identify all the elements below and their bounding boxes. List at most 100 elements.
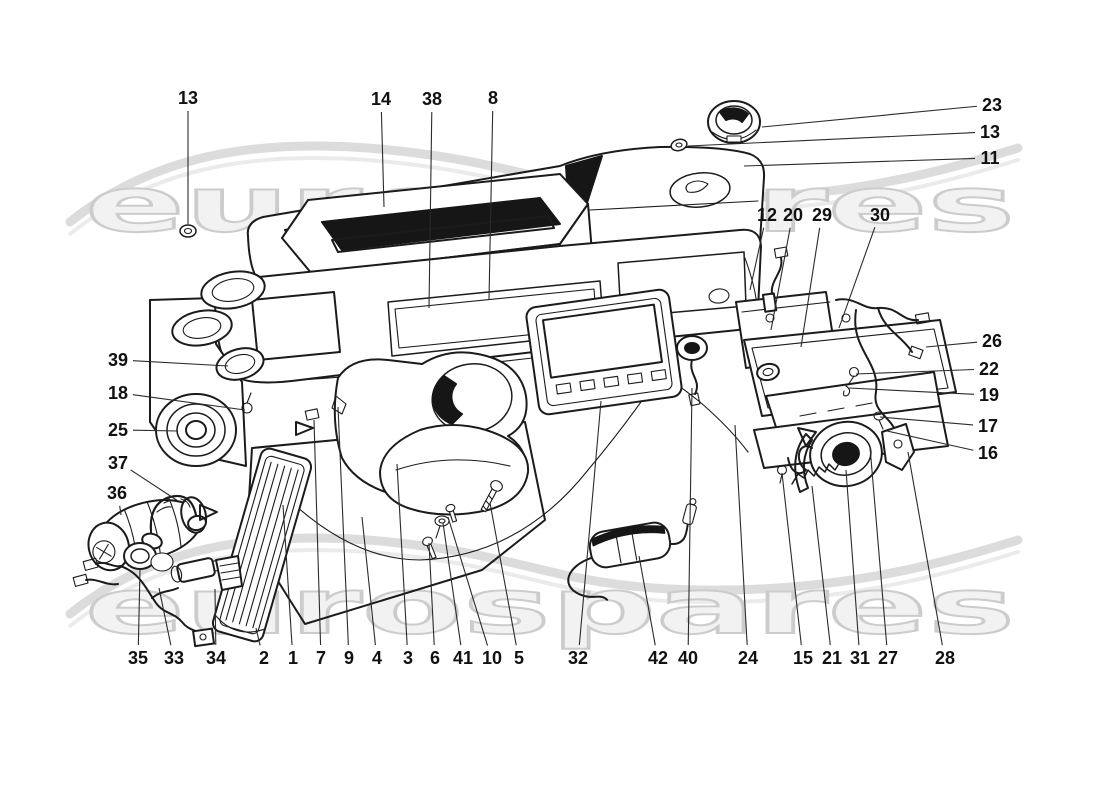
callout-leader-7 bbox=[313, 419, 322, 646]
callout-label-18: 18 bbox=[108, 383, 128, 403]
callout-leader-2 bbox=[255, 627, 261, 646]
left-air-vents bbox=[149, 270, 266, 467]
callout-label-15: 15 bbox=[793, 648, 813, 668]
callout-label-23: 23 bbox=[982, 95, 1002, 115]
callout-label-30: 30 bbox=[870, 205, 890, 225]
callout-leader-38 bbox=[428, 111, 433, 309]
direction-arrows bbox=[199, 421, 314, 521]
callout-label-31: 31 bbox=[850, 648, 870, 668]
watermark-swoosh bbox=[65, 533, 1023, 619]
callout-leader-35 bbox=[137, 569, 141, 646]
callout-label-40: 40 bbox=[678, 648, 698, 668]
callout-leader-8 bbox=[488, 110, 494, 300]
callout-label-17: 17 bbox=[978, 416, 998, 436]
portable-lamp bbox=[567, 498, 697, 601]
callout-leader-36 bbox=[119, 505, 122, 516]
callout-label-13: 13 bbox=[178, 88, 198, 108]
callout-label-38: 38 bbox=[422, 89, 442, 109]
callout-label-25: 25 bbox=[108, 420, 128, 440]
switches-and-lighter bbox=[123, 542, 243, 591]
callout-leader-10 bbox=[447, 516, 489, 646]
callout-label-21: 21 bbox=[822, 648, 842, 668]
callout-label-4: 4 bbox=[372, 648, 382, 668]
callout-leader-23 bbox=[761, 105, 978, 128]
callout-leader-19 bbox=[848, 387, 975, 395]
callout-label-42: 42 bbox=[648, 648, 668, 668]
callout-leader-1 bbox=[282, 504, 293, 646]
callout-label-10: 10 bbox=[482, 648, 502, 668]
callout-label-9: 9 bbox=[344, 648, 354, 668]
callout-leader-24 bbox=[734, 424, 748, 646]
callout-leader-32 bbox=[578, 400, 602, 646]
wiring-harness bbox=[835, 298, 931, 441]
callout-leader-16 bbox=[886, 430, 974, 451]
callout-leader-lines bbox=[119, 105, 978, 646]
callout-leader-3 bbox=[396, 463, 408, 646]
callout-label-11: 11 bbox=[980, 148, 999, 168]
callout-label-27: 27 bbox=[878, 648, 898, 668]
callout-label-36: 36 bbox=[107, 483, 127, 503]
callout-leader-14 bbox=[380, 111, 385, 208]
callout-leader-17 bbox=[879, 416, 974, 426]
callout-label-24: 24 bbox=[738, 648, 758, 668]
callout-label-6: 6 bbox=[430, 648, 440, 668]
callout-leader-20 bbox=[770, 227, 791, 331]
callout-label-29: 29 bbox=[812, 205, 832, 225]
callout-label-16: 16 bbox=[978, 443, 998, 463]
callout-label-7: 7 bbox=[316, 648, 326, 668]
callout-label-2: 2 bbox=[259, 648, 269, 668]
callout-leader-26 bbox=[925, 341, 978, 348]
callout-label-22: 22 bbox=[979, 359, 999, 379]
callout-leader-27 bbox=[869, 446, 888, 646]
side-vent bbox=[776, 420, 915, 493]
callout-label-35: 35 bbox=[128, 648, 148, 668]
callout-leader-37 bbox=[130, 469, 179, 502]
callout-label-5: 5 bbox=[514, 648, 524, 668]
pull-knob bbox=[676, 335, 708, 407]
callout-leader-33 bbox=[158, 587, 172, 646]
callout-label-28: 28 bbox=[935, 648, 955, 668]
callout-leader-18 bbox=[132, 394, 246, 411]
footrest-pedal bbox=[211, 447, 313, 643]
callout-leader-42 bbox=[638, 555, 656, 646]
callout-leader-11 bbox=[743, 157, 976, 167]
callout-leader-9 bbox=[337, 406, 349, 646]
callout-label-1: 1 bbox=[288, 648, 298, 668]
callout-leader-4 bbox=[361, 516, 376, 646]
callout-leader-21 bbox=[811, 485, 831, 646]
callout-leader-25 bbox=[132, 429, 179, 432]
dashboard-exploded-artwork bbox=[72, 100, 957, 648]
callout-label-13: 13 bbox=[980, 122, 1000, 142]
callout-label-8: 8 bbox=[488, 88, 498, 108]
callout-leader-15 bbox=[781, 472, 802, 646]
callout-leader-41 bbox=[442, 522, 462, 646]
callout-label-12: 12 bbox=[757, 205, 777, 225]
callout-leader-29 bbox=[800, 227, 821, 348]
callout-label-26: 26 bbox=[982, 331, 1002, 351]
wiring-loom bbox=[72, 557, 216, 648]
callout-leader-34 bbox=[214, 588, 217, 646]
callout-leader-40 bbox=[687, 387, 693, 646]
callout-label-34: 34 bbox=[206, 648, 226, 668]
callout-leader-13 bbox=[687, 132, 976, 147]
callout-leader-39 bbox=[132, 360, 229, 367]
callout-label-3: 3 bbox=[403, 648, 413, 668]
fasteners bbox=[422, 480, 503, 560]
callout-leader-31 bbox=[845, 469, 860, 646]
callout-label-14: 14 bbox=[371, 89, 391, 109]
callout-label-41: 41 bbox=[453, 648, 473, 668]
callout-leader-5 bbox=[489, 502, 517, 646]
callout-leader-6 bbox=[428, 542, 435, 646]
center-vent-grille bbox=[525, 288, 683, 416]
callout-label-37: 37 bbox=[108, 453, 128, 473]
callout-label-32: 32 bbox=[568, 648, 588, 668]
callout-label-33: 33 bbox=[164, 648, 184, 668]
callout-label-39: 39 bbox=[108, 350, 128, 370]
callout-leader-22 bbox=[855, 368, 975, 375]
callout-leader-28 bbox=[907, 451, 943, 646]
small-clips bbox=[179, 100, 761, 238]
callout-label-20: 20 bbox=[783, 205, 803, 225]
